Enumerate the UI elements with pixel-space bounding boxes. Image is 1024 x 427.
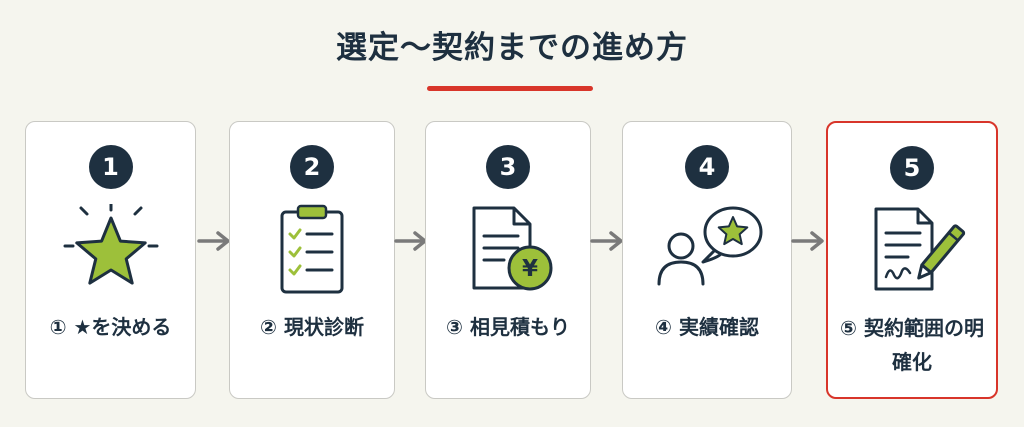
step-number-badge: 2 [290, 145, 334, 189]
arrow-right-icon [590, 231, 623, 251]
arrow-right-icon [197, 231, 230, 251]
step-number-badge: 3 [486, 145, 530, 189]
document-yen-icon: ¥ [472, 206, 553, 291]
svg-text:¥: ¥ [522, 256, 538, 282]
title-underline [427, 86, 593, 91]
step-card-4: 4 ④ 実績確認 [622, 121, 792, 399]
step-card-5: 5 ⑤ 契約範囲の明確化 [826, 121, 998, 399]
step-label: ⑤ 契約範囲の明確化 [840, 316, 984, 374]
step-card-1: 1 ① ★を決める [25, 121, 196, 399]
step-card-3: 3 ¥ ③ 相見積もり [425, 121, 591, 399]
step-number-badge: 1 [88, 145, 133, 189]
step-number-badge: 5 [890, 146, 934, 190]
star-icon [63, 204, 158, 285]
step-label: ④ 実績確認 [655, 315, 759, 339]
contract-pen-icon [874, 207, 966, 291]
clipboard-checklist-icon [280, 204, 344, 294]
person-speech-star-icon [657, 206, 763, 286]
step-number-badge: 4 [685, 145, 729, 189]
step-card-2: 2 ② 現状診断 [229, 121, 395, 399]
step-label: ② 現状診断 [260, 315, 364, 339]
arrow-right-icon [791, 231, 824, 251]
page-title: 選定〜契約までの進め方 [336, 30, 688, 66]
step-label: ① ★を決める [49, 315, 172, 339]
step-label: ③ 相見積もり [446, 315, 570, 339]
